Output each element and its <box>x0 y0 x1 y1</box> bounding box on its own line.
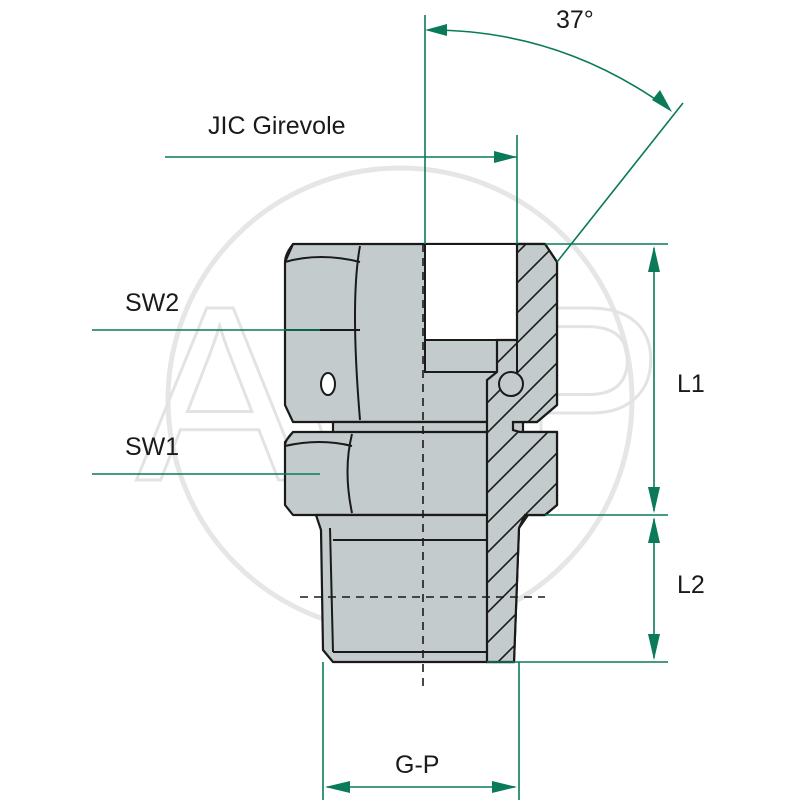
angle-label: 37° <box>556 6 594 34</box>
gp-label: G-P <box>395 751 439 779</box>
fitting-body <box>283 242 559 690</box>
lock-hole <box>320 372 336 396</box>
angle-arc <box>429 29 669 109</box>
l1-label: L1 <box>677 370 705 398</box>
section-outline <box>485 242 559 664</box>
lock-ball <box>498 371 524 397</box>
ball-recess <box>424 339 498 373</box>
angle-line <box>556 102 684 263</box>
sw2-label: SW2 <box>125 289 179 317</box>
nut-face-edges <box>284 243 361 421</box>
internal-bore <box>424 243 518 341</box>
sw1-label: SW1 <box>125 433 179 461</box>
l2-label: L2 <box>677 571 705 599</box>
title-label: JIC Girevole <box>208 112 346 140</box>
dimension-lines <box>92 15 684 800</box>
threaded-end <box>314 513 530 664</box>
